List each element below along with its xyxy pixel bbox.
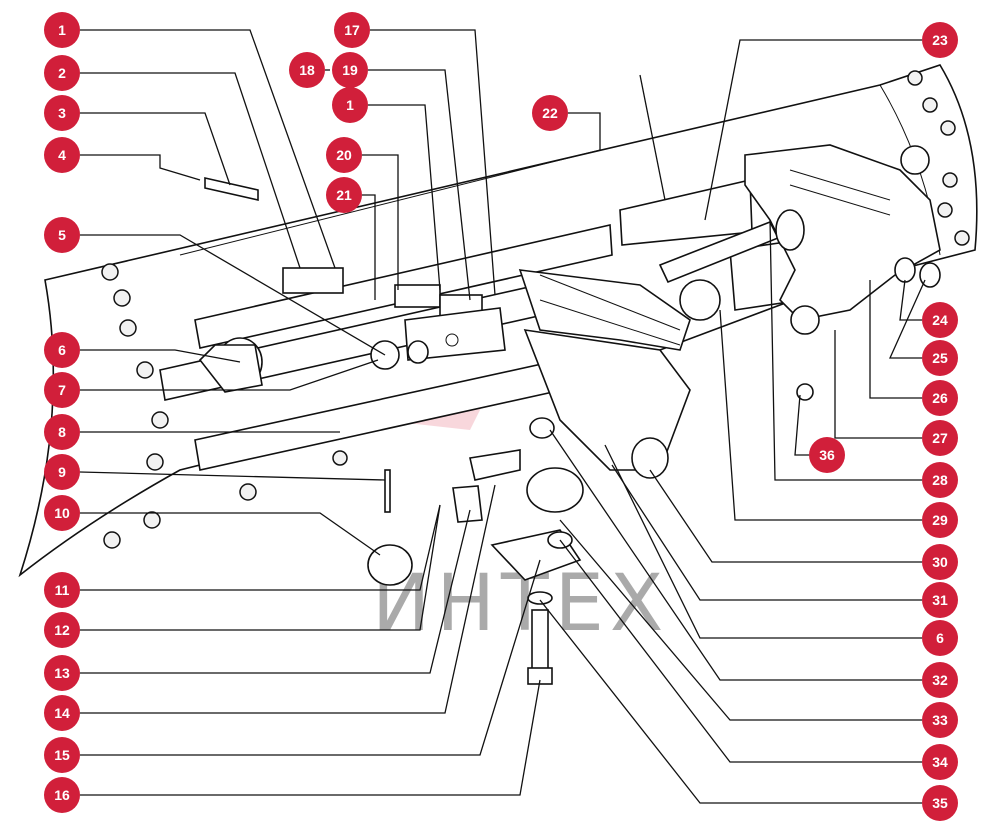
callout-12[interactable]: 12: [44, 612, 80, 648]
callout-2[interactable]: 2: [44, 55, 80, 91]
pivot-bracket: [679, 144, 941, 335]
svg-text:21: 21: [336, 187, 352, 203]
callout-22[interactable]: 22: [532, 95, 568, 131]
callout-19[interactable]: 19: [332, 52, 368, 88]
svg-text:15: 15: [54, 747, 70, 763]
svg-text:36: 36: [819, 447, 835, 463]
callout-27[interactable]: 27: [922, 420, 958, 456]
svg-text:1: 1: [58, 22, 66, 38]
callout-34[interactable]: 34: [922, 744, 958, 780]
shaft: [658, 209, 805, 284]
svg-text:16: 16: [54, 787, 70, 803]
svg-text:14: 14: [54, 705, 70, 721]
callout-35[interactable]: 35: [922, 785, 958, 821]
svg-text:28: 28: [932, 472, 948, 488]
svg-text:6: 6: [58, 342, 66, 358]
svg-text:35: 35: [932, 795, 948, 811]
svg-text:3: 3: [58, 105, 66, 121]
svg-text:1: 1: [346, 97, 354, 113]
callout-20[interactable]: 20: [326, 137, 362, 173]
callout-15[interactable]: 15: [44, 737, 80, 773]
svg-text:18: 18: [299, 62, 315, 78]
svg-text:9: 9: [58, 464, 66, 480]
svg-text:6: 6: [936, 630, 944, 646]
callout-21[interactable]: 21: [326, 177, 362, 213]
svg-text:12: 12: [54, 622, 70, 638]
callout-6[interactable]: 6: [44, 332, 80, 368]
callout-30[interactable]: 30: [922, 544, 958, 580]
callout-9[interactable]: 9: [44, 454, 80, 490]
svg-text:5: 5: [58, 227, 66, 243]
svg-text:23: 23: [932, 32, 948, 48]
svg-text:7: 7: [58, 382, 66, 398]
svg-text:20: 20: [336, 147, 352, 163]
callout-5[interactable]: 5: [44, 217, 80, 253]
callout-4[interactable]: 4: [44, 137, 80, 173]
svg-text:17: 17: [344, 22, 360, 38]
callout-32[interactable]: 32: [922, 662, 958, 698]
svg-text:10: 10: [54, 505, 70, 521]
callout-6b[interactable]: 6: [922, 620, 958, 656]
svg-text:24: 24: [932, 312, 948, 328]
brackets: [282, 267, 506, 361]
callout-24[interactable]: 24: [922, 302, 958, 338]
callout-23[interactable]: 23: [922, 22, 958, 58]
callouts: 1 2 3 4 5 6 7 8 9 10 11 12 13 14 15 16 1…: [44, 12, 958, 821]
callout-16[interactable]: 16: [44, 777, 80, 813]
callout-33[interactable]: 33: [922, 702, 958, 738]
svg-text:27: 27: [932, 430, 948, 446]
callout-13[interactable]: 13: [44, 655, 80, 691]
svg-text:4: 4: [58, 147, 66, 163]
svg-text:32: 32: [932, 672, 948, 688]
svg-text:31: 31: [932, 592, 948, 608]
callout-17[interactable]: 17: [334, 12, 370, 48]
svg-text:26: 26: [932, 390, 948, 406]
callout-3[interactable]: 3: [44, 95, 80, 131]
svg-text:34: 34: [932, 754, 948, 770]
svg-text:25: 25: [932, 350, 948, 366]
svg-text:29: 29: [932, 512, 948, 528]
svg-text:11: 11: [55, 582, 70, 598]
leader-lines: [79, 29, 926, 804]
callout-14[interactable]: 14: [44, 695, 80, 731]
svg-text:33: 33: [932, 712, 948, 728]
svg-text:8: 8: [58, 424, 66, 440]
callout-29[interactable]: 29: [922, 502, 958, 538]
callout-8[interactable]: 8: [44, 414, 80, 450]
callout-31[interactable]: 31: [922, 582, 958, 618]
callout-1[interactable]: 1: [44, 12, 80, 48]
svg-text:19: 19: [342, 62, 358, 78]
callout-7[interactable]: 7: [44, 372, 80, 408]
callout-26[interactable]: 26: [922, 380, 958, 416]
ratchet-sector: [518, 269, 691, 471]
blade-bolts: [101, 70, 970, 549]
callout-25[interactable]: 25: [922, 340, 958, 376]
svg-text:30: 30: [932, 554, 948, 570]
callout-28[interactable]: 28: [922, 462, 958, 498]
svg-text:13: 13: [54, 665, 70, 681]
callout-11[interactable]: 11: [44, 572, 80, 608]
callout-18[interactable]: 18: [289, 52, 325, 88]
svg-text:2: 2: [58, 65, 66, 81]
callout-1b[interactable]: 1: [332, 87, 368, 123]
svg-text:22: 22: [542, 105, 558, 121]
callout-10[interactable]: 10: [44, 495, 80, 531]
callout-36[interactable]: 36: [809, 437, 845, 473]
